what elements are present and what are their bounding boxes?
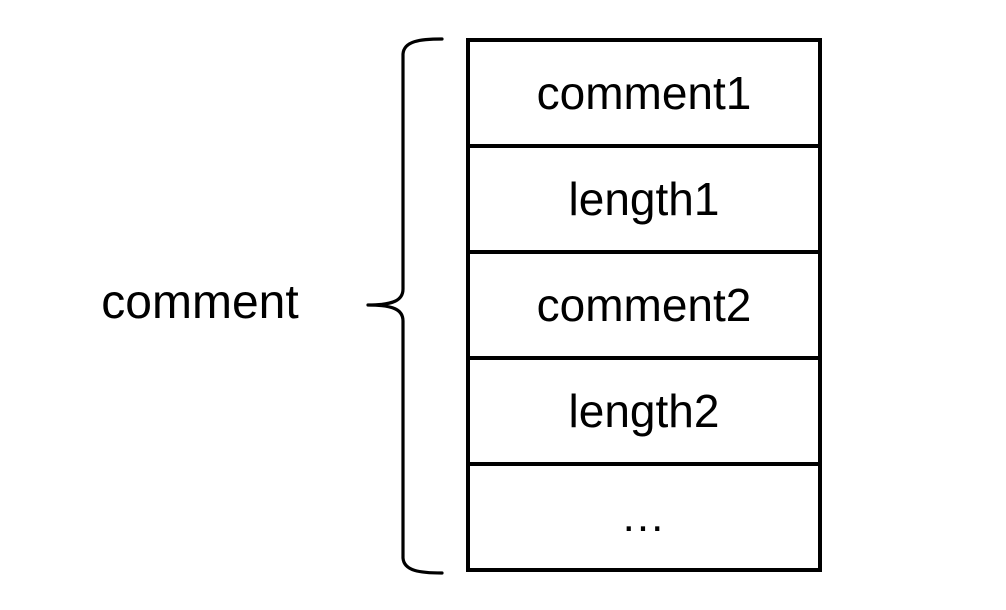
struct-row-label: length2	[568, 385, 720, 437]
struct-row-label: comment1	[536, 67, 752, 119]
struct-row: ...	[470, 466, 818, 568]
group-label: comment	[101, 276, 299, 329]
brace-path	[366, 37, 444, 575]
struct-row: length1	[470, 148, 818, 254]
struct-row-label: length1	[568, 173, 720, 225]
struct-row-label: comment2	[536, 279, 752, 331]
group-brace-svg	[366, 37, 444, 575]
struct-row-label: ...	[622, 492, 666, 541]
group-brace-icon	[360, 30, 452, 582]
struct-row: comment2	[470, 254, 818, 360]
struct-row: comment1	[470, 42, 818, 148]
struct-box: comment1 length1 comment2 length2 ...	[466, 38, 822, 572]
struct-row: length2	[470, 360, 818, 466]
